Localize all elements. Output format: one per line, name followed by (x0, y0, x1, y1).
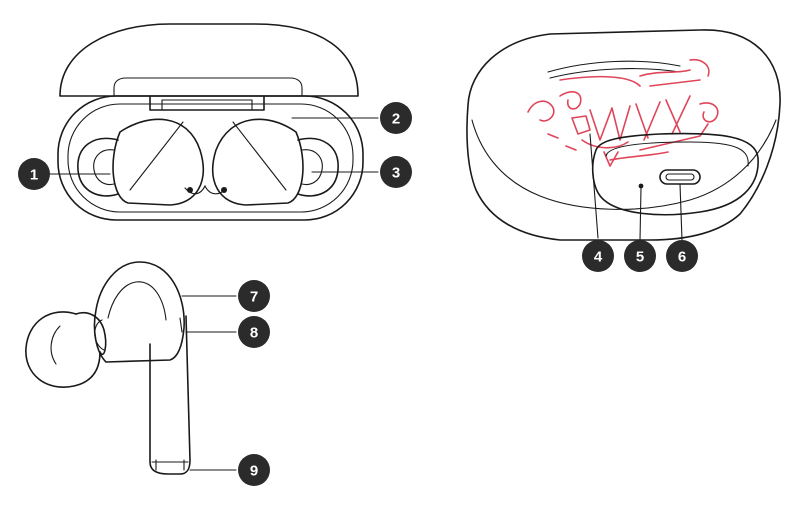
ear-tip (25, 311, 101, 388)
callout-2-label: 2 (392, 111, 400, 128)
callout-6-label: 6 (678, 249, 686, 266)
right-earbud-in-case (211, 118, 339, 206)
callout-7: 7 (238, 280, 270, 312)
callout-3: 3 (380, 156, 412, 188)
callout-1: 1 (18, 158, 50, 190)
open-charging-case (57, 23, 364, 221)
single-earbud (25, 261, 191, 475)
closed-case-body (466, 29, 781, 241)
graffiti-artwork (527, 58, 719, 167)
case-base (57, 95, 364, 221)
left-earbud-in-case (77, 118, 205, 206)
callout-9-label: 9 (250, 463, 258, 480)
port-panel (591, 132, 759, 216)
case-lid (59, 23, 359, 97)
callout-8: 8 (238, 316, 270, 348)
callout-5-label: 5 (636, 249, 644, 266)
callout-2: 2 (380, 102, 412, 134)
callout-8-label: 8 (250, 325, 258, 342)
callout-6: 6 (666, 240, 698, 272)
callout-1-label: 1 (30, 167, 38, 184)
touch-sensor (179, 317, 183, 333)
callout-7-label: 7 (250, 289, 258, 306)
case-hinge (149, 95, 265, 111)
earbud-head (93, 261, 185, 363)
indicator-light (638, 183, 644, 189)
callout-9: 9 (238, 454, 270, 486)
callout-3-label: 3 (392, 165, 400, 182)
earbud-stem (149, 315, 191, 475)
callout-5: 5 (624, 240, 656, 272)
closed-charging-case (466, 29, 781, 241)
callout-4-label: 4 (594, 249, 603, 266)
leader-lines (49, 117, 683, 471)
callout-4: 4 (582, 240, 614, 272)
